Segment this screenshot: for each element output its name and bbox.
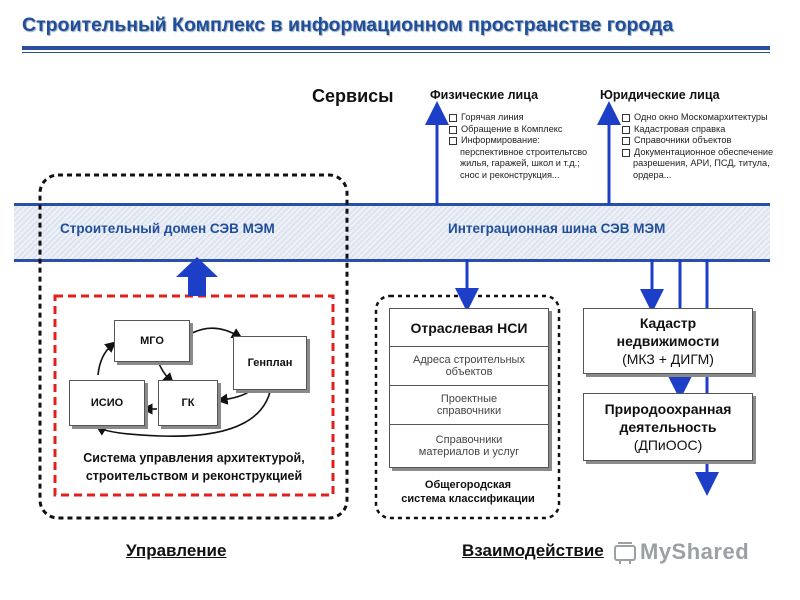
nsi-caption: Общегородская система классификации	[401, 479, 535, 505]
list-item: ордера...	[633, 169, 672, 180]
checkbox-icon	[622, 148, 630, 157]
individuals-list: Горячая линия Обращение в Комплекс Инфор…	[449, 112, 599, 181]
legal-list: Одно окно Москомархитектуры Кадастровая …	[622, 112, 782, 181]
individuals-title: Физические лица	[430, 88, 539, 102]
node-mgo: МГО	[114, 320, 190, 362]
legal-title: Юридические лица	[600, 88, 720, 102]
cycle-arrow-mgo-genplan	[191, 327, 243, 339]
nsi-header: Отраслевая НСИ	[390, 309, 548, 347]
list-item: Обращение в Комплекс	[449, 124, 599, 136]
construction-domain-label: Строительный домен СЭВ МЭМ	[60, 221, 275, 236]
eco-box: Природоохранная деятельность (ДПиООС)	[583, 393, 753, 461]
management-inner-frame	[53, 294, 335, 497]
node-gk: ГК	[158, 380, 218, 426]
node-genplan: Генплан	[233, 336, 307, 390]
domain-up-arrow	[176, 257, 218, 296]
management-label: Управление	[126, 541, 227, 560]
cycle-arrow-isio-mgo	[97, 341, 117, 376]
interaction-label: Взаимодействие	[462, 541, 604, 560]
cadastre-box: Кадастр недвижимости (МКЗ + ДИГМ)	[583, 308, 753, 374]
checkbox-icon	[622, 125, 630, 134]
checkbox-icon	[622, 114, 630, 122]
list-item: Информирование:	[449, 135, 599, 147]
watermark-text: MyShared	[640, 539, 750, 564]
management-caption: Система управления архитектурой, строите…	[83, 451, 305, 483]
list-item: перспективное строительтсво	[460, 146, 588, 157]
list-item: Горячая линия	[449, 112, 599, 124]
title-rule	[22, 46, 770, 50]
list-item: разрешения, АРИ, ПСД, титула,	[633, 158, 770, 168]
page-title: Строительный Комплекс в информационном п…	[22, 14, 674, 36]
interaction-frame	[374, 294, 561, 520]
list-item: Документационное обеспечение	[622, 147, 782, 159]
list-item: Справочники объектов	[622, 135, 782, 147]
checkbox-icon	[449, 137, 457, 145]
checkbox-icon	[449, 125, 457, 134]
watermark: MyShared	[612, 538, 749, 566]
cycle-arrow-mgo-gk	[157, 360, 174, 384]
title-rule-thin	[22, 52, 770, 53]
services-label: Сервисы	[312, 86, 394, 106]
integration-bus-label: Интеграционная шина СЭВ МЭМ	[448, 221, 666, 236]
watermark-logo-icon	[614, 542, 636, 564]
list-item: Одно окно Москомархитектуры	[622, 112, 782, 124]
checkbox-icon	[622, 137, 630, 145]
node-isio: ИСИО	[69, 380, 145, 426]
list-item: Кадастровая справка	[622, 124, 782, 136]
checkbox-icon	[449, 114, 457, 122]
cycle-arrow-outer	[95, 375, 273, 438]
list-item: жилья, гаражей, школ и т.д.;	[460, 158, 580, 168]
list-item: снос и реконструкция...	[460, 169, 560, 180]
management-frame	[38, 173, 349, 520]
integration-bus	[14, 203, 770, 262]
